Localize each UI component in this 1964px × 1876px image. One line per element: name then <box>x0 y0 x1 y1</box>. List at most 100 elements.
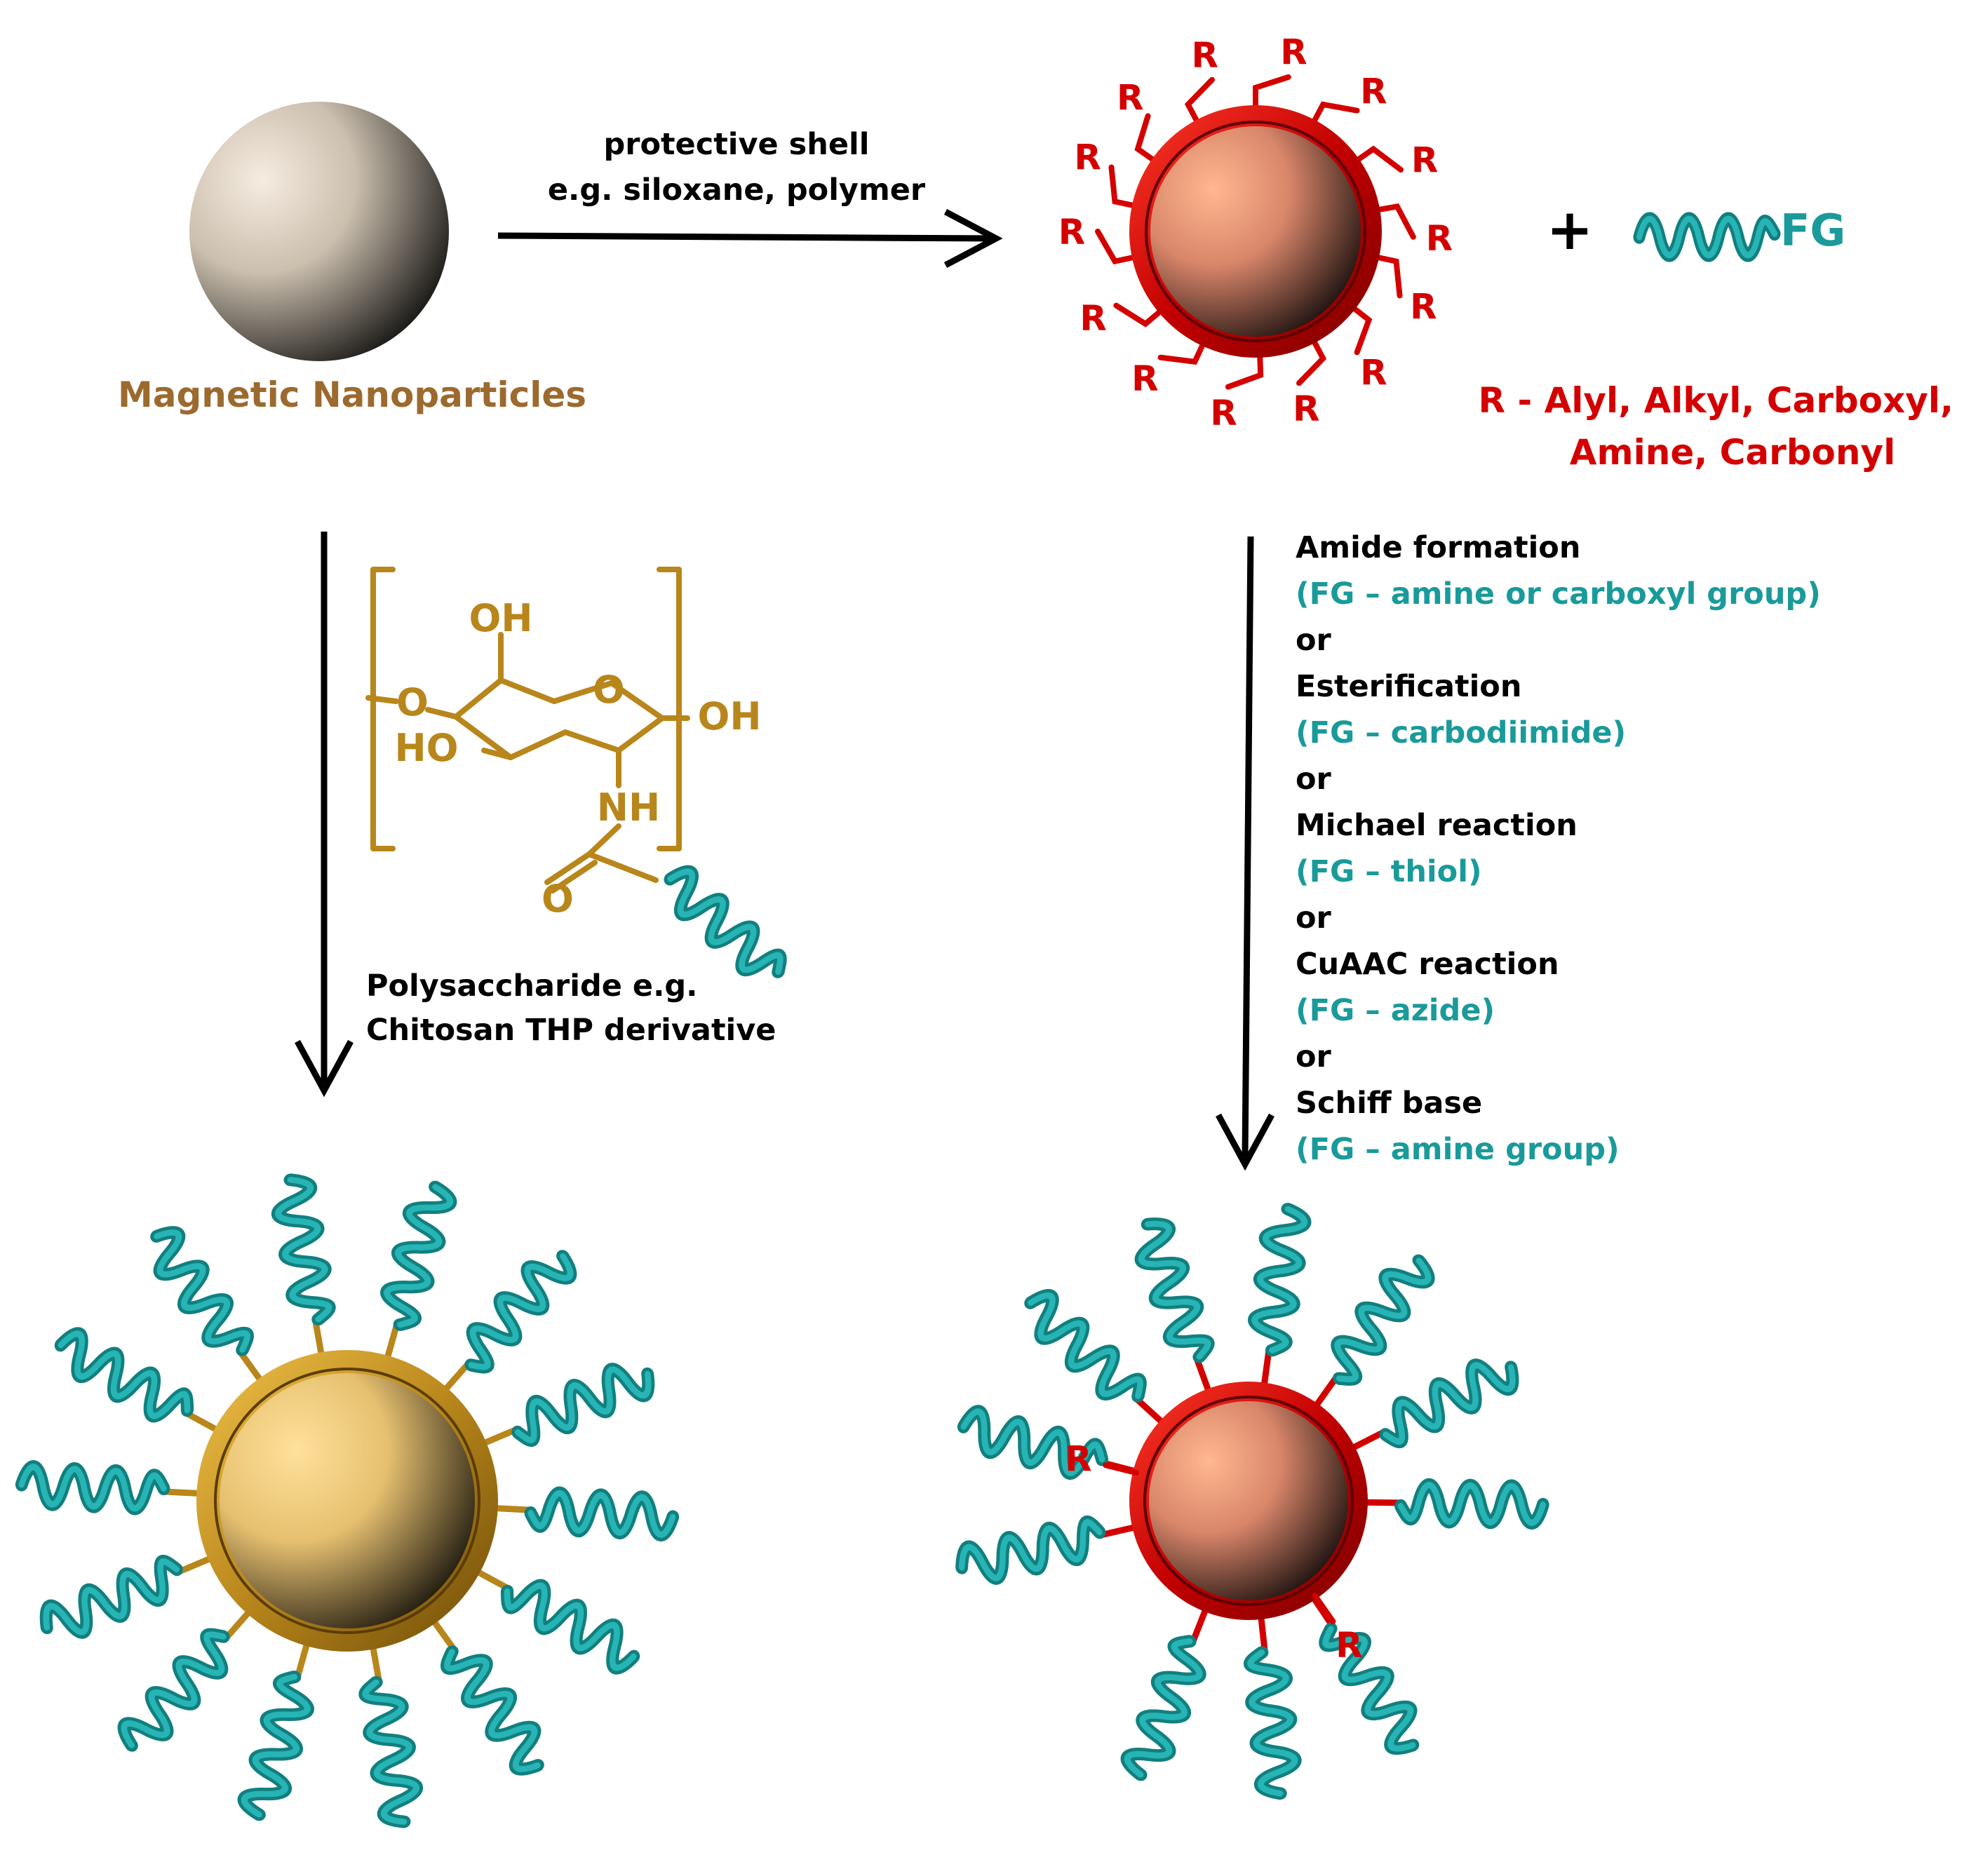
r-definition-line-2: Amine, Carbonyl <box>1570 432 1895 473</box>
r-group-spike <box>1134 113 1158 164</box>
arm-stalk <box>441 1361 471 1394</box>
arm-stalk <box>1312 1375 1339 1410</box>
helix-icon <box>118 1626 239 1757</box>
r-group-spike <box>1225 351 1264 390</box>
reaction-name: Esterification <box>1296 669 1521 704</box>
r-group-spikes <box>1095 74 1416 390</box>
helix-icon <box>509 1358 654 1446</box>
r-group-label: R <box>1079 298 1107 339</box>
r-group-spike <box>1108 164 1138 209</box>
helix-icon <box>1639 219 1775 255</box>
helix-icon <box>1018 1289 1148 1412</box>
r-group-spike <box>1253 74 1291 112</box>
helix-icon <box>1131 1218 1213 1364</box>
r-definition-line-1: R - Alyl, Alkyl, Carboxyl, <box>1479 380 1953 421</box>
functionalized-core-sphere-icon <box>1149 1401 1348 1600</box>
chitosan-ring-o-label: O <box>593 668 625 712</box>
arm-stalk <box>161 1488 203 1497</box>
r-group-label: R <box>1280 32 1307 73</box>
arm-stalk <box>1134 1396 1166 1426</box>
chitosan-ho-label: HO <box>394 726 458 770</box>
plus-sign: + <box>1546 197 1593 262</box>
r-group-spike <box>1353 145 1404 173</box>
reaction-name: Michael reaction <box>1296 808 1578 843</box>
polysaccharide-label-line-1: Polysaccharide e.g. <box>366 969 698 1004</box>
r-group-spike <box>1113 302 1164 328</box>
r-group-spike <box>1157 339 1207 365</box>
fg-label: FG <box>1780 205 1845 256</box>
helix-icon <box>1251 1207 1305 1353</box>
chitosan-glycosidic-o-label: O <box>396 680 429 724</box>
arm-stalk <box>480 1426 519 1447</box>
r-group-label: R <box>1131 358 1159 399</box>
reaction-list: Amide formation(FG – amine or carboxyl g… <box>1296 530 1821 1167</box>
gold-core-sphere-icon <box>220 1373 475 1628</box>
r-group-spike <box>1103 1462 1139 1476</box>
arm-stalk <box>223 1607 253 1641</box>
arrow-icon <box>295 532 354 1098</box>
remaining-r-labels: RR <box>1065 1439 1362 1666</box>
chitosan-carbonyl-o-label: O <box>542 877 574 921</box>
r-group-label: R <box>1074 137 1101 177</box>
helix-icon <box>440 1640 552 1776</box>
reaction-functional-group: (FG – azide) <box>1296 993 1495 1028</box>
arm-stalk <box>384 1322 400 1363</box>
arrow-icon <box>497 209 1003 268</box>
arm-stalk <box>237 1349 264 1384</box>
reaction-functional-group: (FG – amine or carboxyl group) <box>1296 576 1821 612</box>
helix-icon <box>1401 1485 1543 1523</box>
reaction-or: or <box>1296 900 1332 936</box>
r-group-label: R <box>1192 35 1219 76</box>
coated-core-sphere-icon <box>1150 126 1361 337</box>
reaction-name: Schiff base <box>1296 1086 1482 1121</box>
magnetic-nanoparticles-label: Magnetic Nanoparticles <box>118 374 586 415</box>
helix-icon <box>241 1673 315 1819</box>
helix-icon <box>957 1518 1104 1585</box>
reaction-name: CuAAC reaction <box>1296 947 1559 982</box>
helix-icon <box>379 1182 453 1329</box>
helix-icon <box>273 1177 333 1323</box>
r-group-spike <box>1296 337 1327 386</box>
polysaccharide-arms <box>21 1177 674 1825</box>
helix-icon <box>1376 1351 1519 1448</box>
r-group-label: R <box>1411 140 1439 181</box>
helix-icon <box>1322 1250 1434 1387</box>
helix-icon <box>40 1556 185 1644</box>
magnetic-nanoparticle-sphere-icon <box>189 102 449 361</box>
arm-stalk <box>1361 1499 1403 1506</box>
r-group-label: R <box>1360 353 1387 393</box>
arm-stalk <box>1348 1429 1387 1452</box>
r-group-spike <box>1349 304 1373 356</box>
r-group-label: R <box>1360 71 1387 112</box>
r-group-label: R <box>1293 389 1320 429</box>
helix-icon <box>361 1679 422 1826</box>
helix-icon <box>142 1226 255 1363</box>
r-group-spike <box>1312 1593 1336 1625</box>
helix-icon <box>500 1573 643 1673</box>
reaction-functional-group: (FG – thiol) <box>1296 854 1482 889</box>
arm-stalk <box>430 1617 457 1652</box>
helix-icon <box>21 1466 165 1510</box>
helix-icon <box>1124 1635 1210 1781</box>
r-group-label: R <box>1117 77 1144 118</box>
reaction-functional-group: (FG – carbodiimide) <box>1296 715 1626 750</box>
arm-stalk <box>175 1555 215 1575</box>
reaction-or: or <box>1296 623 1332 658</box>
arm-stalk <box>473 1567 511 1591</box>
protective-shell-example-label: e.g. siloxane, polymer <box>548 173 926 208</box>
r-group-label: R <box>1058 212 1086 252</box>
helix-icon <box>455 1244 577 1375</box>
helix-icon <box>1318 1617 1427 1755</box>
chitosan-anomeric-oh-label: OH <box>697 694 761 738</box>
reaction-or: or <box>1296 1039 1332 1074</box>
helix-icon <box>1247 1650 1298 1795</box>
functionalized-nanoparticle-icon: RR <box>957 1207 1543 1796</box>
r-group-label: R <box>1426 218 1453 259</box>
chitosan-nh-label: NH <box>597 785 660 830</box>
arm-stalk <box>184 1410 222 1434</box>
r-group-spike <box>1373 254 1403 299</box>
r-group-label: R <box>1410 287 1437 328</box>
helix-icon <box>530 1492 673 1535</box>
r-group-spike <box>1310 101 1360 126</box>
